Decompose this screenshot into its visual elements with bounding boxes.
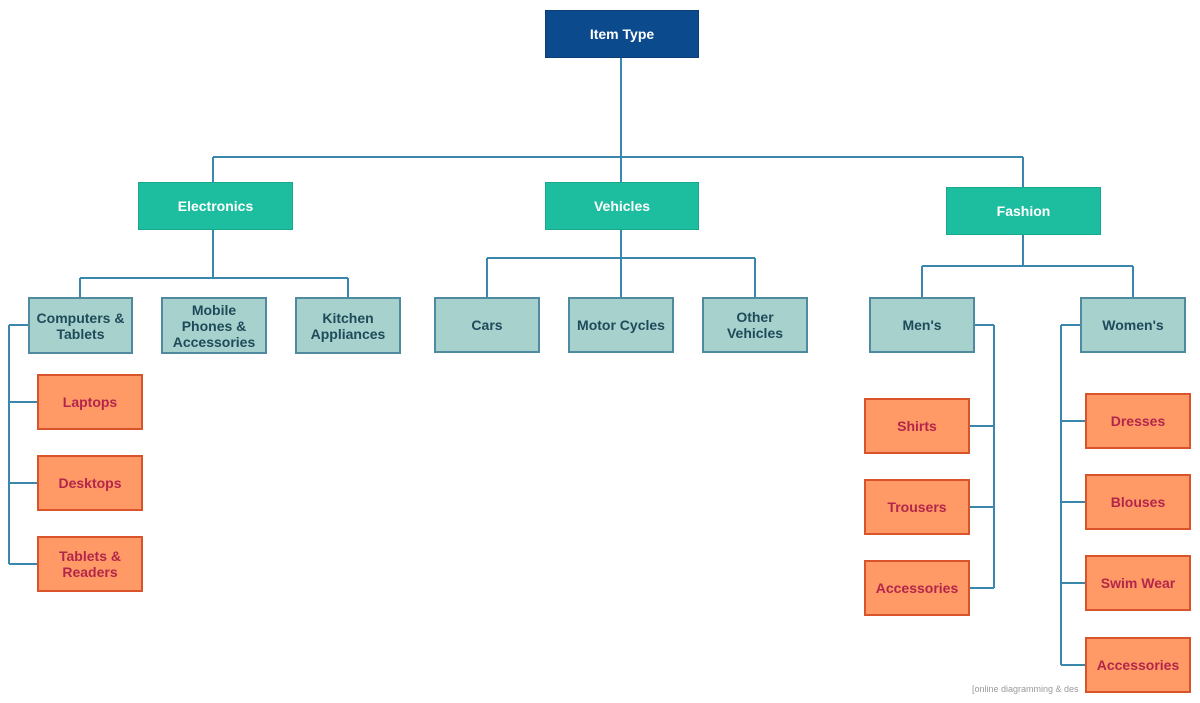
node-womens-accessories[interactable]: Accessories bbox=[1085, 637, 1191, 693]
node-desktops[interactable]: Desktops bbox=[37, 455, 143, 511]
node-laptops[interactable]: Laptops bbox=[37, 374, 143, 430]
node-blouses[interactable]: Blouses bbox=[1085, 474, 1191, 530]
node-item-type[interactable]: Item Type bbox=[545, 10, 699, 58]
node-trousers[interactable]: Trousers bbox=[864, 479, 970, 535]
node-vehicles[interactable]: Vehicles bbox=[545, 182, 699, 230]
node-swim-wear[interactable]: Swim Wear bbox=[1085, 555, 1191, 611]
node-mens[interactable]: Men's bbox=[869, 297, 975, 353]
node-computers-tablets[interactable]: Computers & Tablets bbox=[28, 297, 133, 354]
node-womens[interactable]: Women's bbox=[1080, 297, 1186, 353]
node-dresses[interactable]: Dresses bbox=[1085, 393, 1191, 449]
watermark-text: [online diagramming & des bbox=[972, 684, 1079, 694]
node-shirts[interactable]: Shirts bbox=[864, 398, 970, 454]
node-motor-cycles[interactable]: Motor Cycles bbox=[568, 297, 674, 353]
node-kitchen-appliances[interactable]: Kitchen Appliances bbox=[295, 297, 401, 354]
node-fashion[interactable]: Fashion bbox=[946, 187, 1101, 235]
node-other-vehicles[interactable]: Other Vehicles bbox=[702, 297, 808, 353]
node-mens-accessories[interactable]: Accessories bbox=[864, 560, 970, 616]
node-electronics[interactable]: Electronics bbox=[138, 182, 293, 230]
node-mobile-phones-accessories[interactable]: Mobile Phones & Accessories bbox=[161, 297, 267, 354]
node-tablets-readers[interactable]: Tablets & Readers bbox=[37, 536, 143, 592]
node-cars[interactable]: Cars bbox=[434, 297, 540, 353]
